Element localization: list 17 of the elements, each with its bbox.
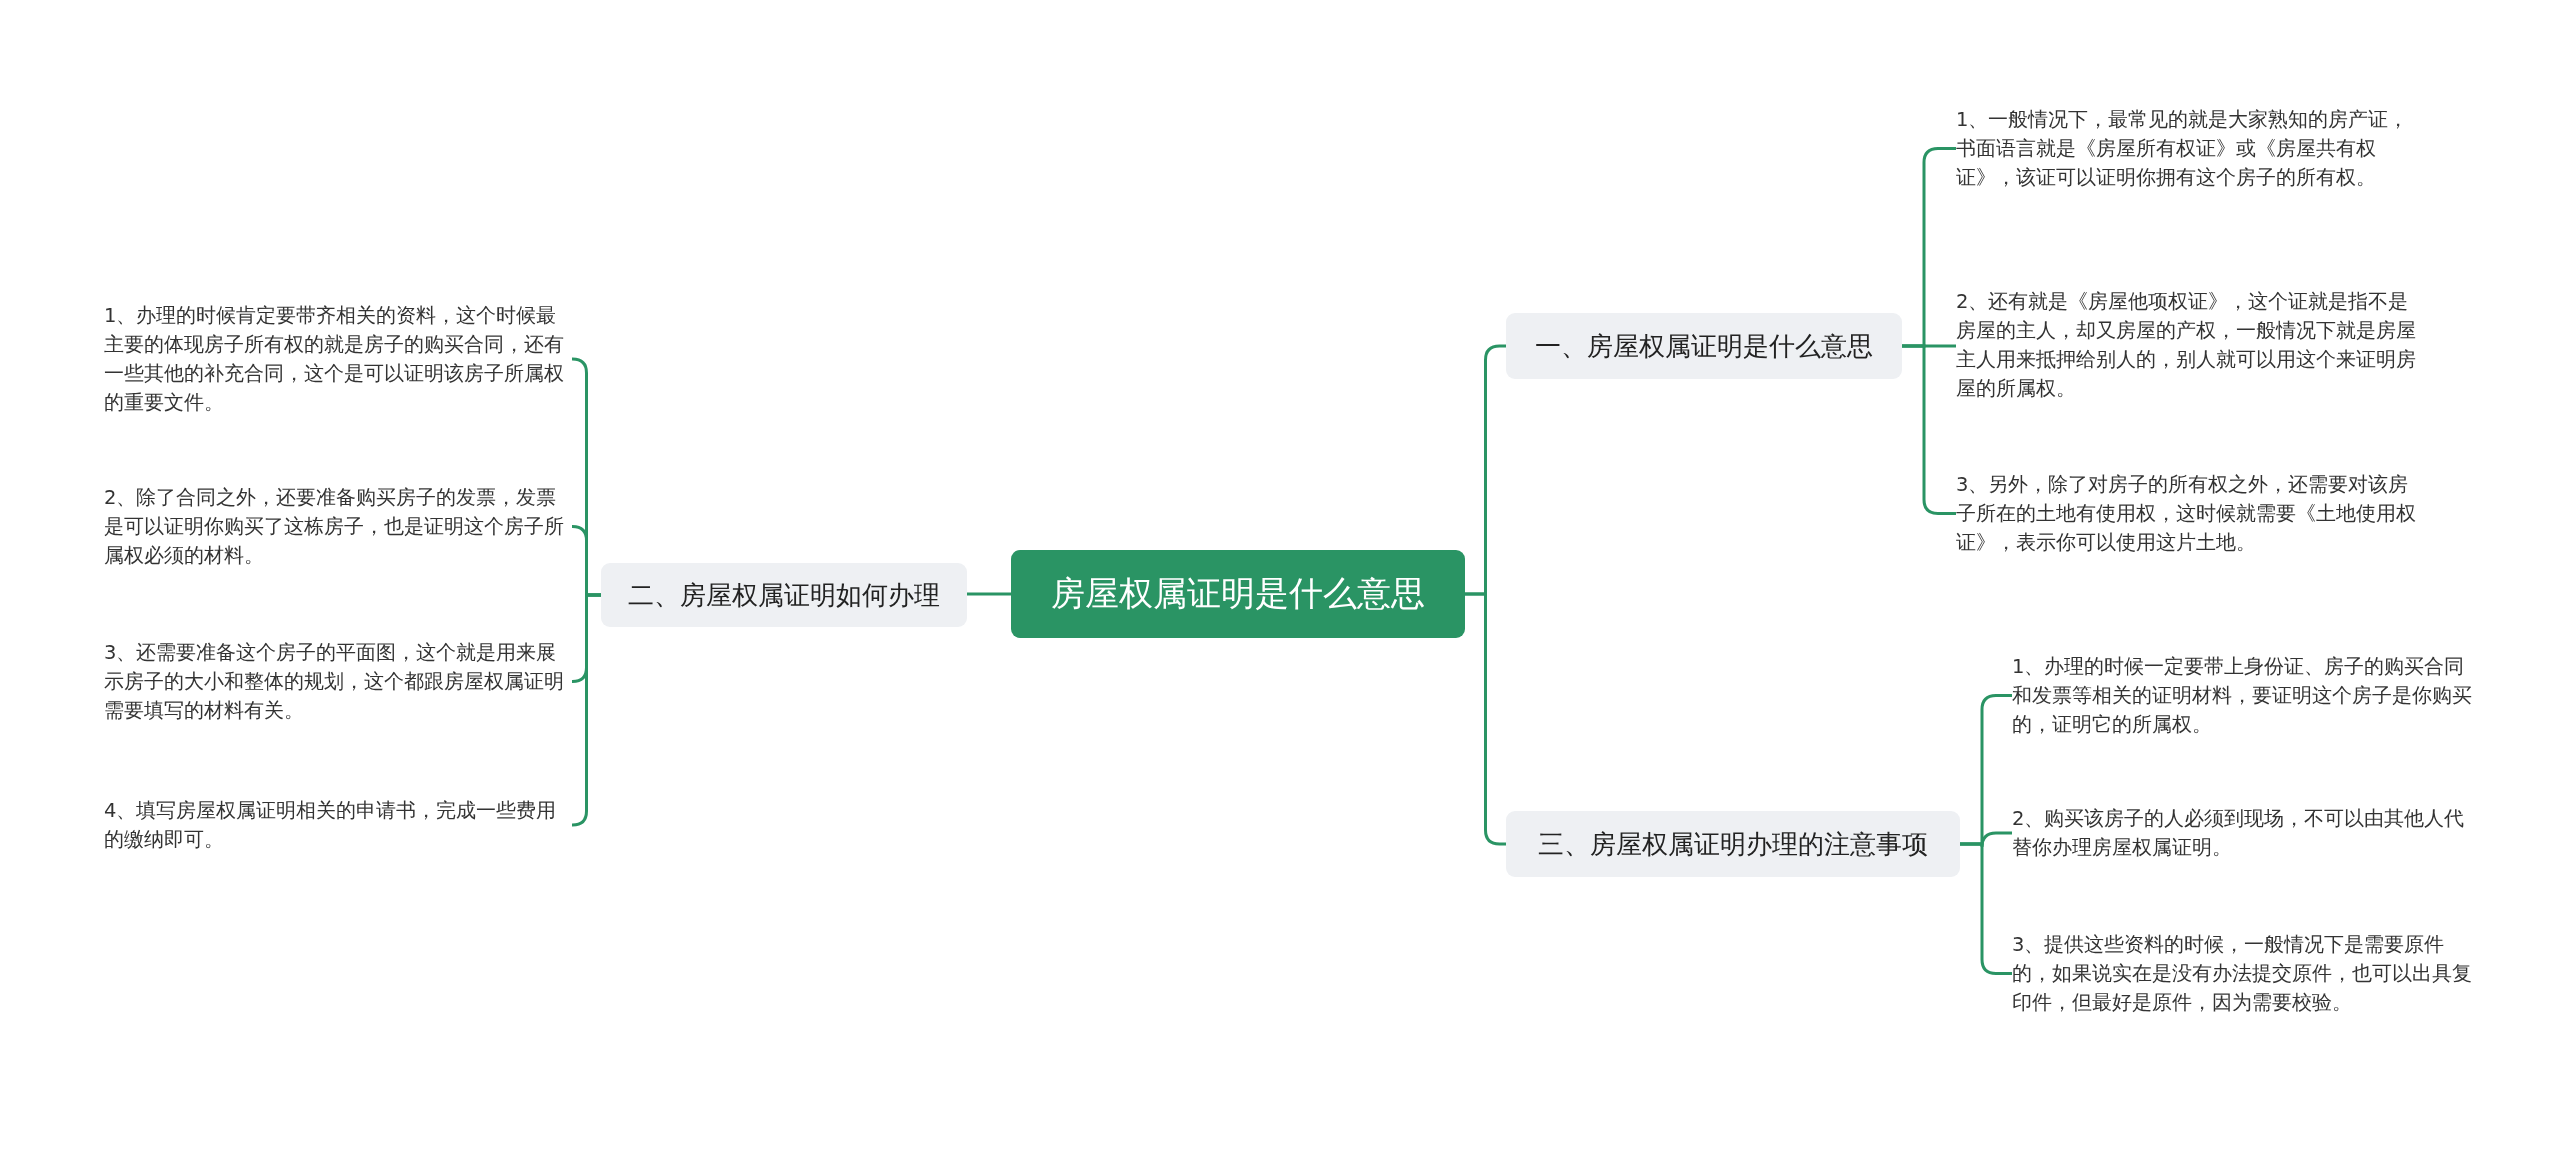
- note-text: 3、提供这些资料的时候，一般情况下是需要原件的，如果说实在是没有办法提交原件，也可以出具复印件，但最好是原件，因为需要校验。: [2012, 930, 2474, 1017]
- topic-box: 一、房屋权属证明是什么意思: [1506, 313, 1902, 379]
- topic-box: 二、房屋权属证明如何办理: [601, 563, 967, 627]
- connector-line: [967, 592, 1011, 596]
- connector-line: [1465, 592, 1506, 846]
- note-text: 2、还有就是《房屋他项权证》，这个证就是指不是房屋的主人，却又房屋的产权，一般情况下就是房屋主人用来抵押给别人的，别人就可以用这个来证明房屋的所属权。: [1956, 287, 2416, 403]
- note-text: 3、还需要准备这个房子的平面图，这个就是用来展示房子的大小和整体的规划，这个都跟房屋权属证明需要填写的材料有关。: [104, 638, 572, 725]
- central-topic-box: 房屋权属证明是什么意思: [1011, 550, 1465, 638]
- connector-line: [571, 593, 601, 827]
- note-text: 2、购买该房子的人必须到现场，不可以由其他人代替你办理房屋权属证明。: [2012, 804, 2474, 862]
- note-text: 1、一般情况下，最常见的就是大家熟知的房产证，书面语言就是《房屋所有权证》或《房屋共有权证》，该证可以证明你拥有这个房子的所有权。: [1956, 105, 2416, 192]
- note-text: 1、办理的时候一定要带上身份证、房子的购买合同和发票等相关的证明材料，要证明这个房子是你购买的，证明它的所属权。: [2012, 652, 2474, 739]
- topic-box: 三、房屋权属证明办理的注意事项: [1506, 811, 1960, 877]
- note-text: 4、填写房屋权属证明相关的申请书，完成一些费用的缴纳即可。: [104, 796, 572, 854]
- note-text: 1、办理的时候肯定要带齐相关的资料，这个时候最主要的体现房子所有权的就是房子的购买合同，还有一些其他的补充合同，这个是可以证明该房子所属权的重要文件。: [104, 301, 572, 417]
- note-text: 3、另外，除了对房子的所有权之外，还需要对该房子所在的土地有使用权，这时候就需要《土地使用权证》，表示你可以使用这片土地。: [1956, 470, 2416, 557]
- note-text: 2、除了合同之外，还要准备购买房子的发票，发票是可以证明你购买了这栋房子，也是证明这个房子所属权必须的材料。: [104, 483, 572, 570]
